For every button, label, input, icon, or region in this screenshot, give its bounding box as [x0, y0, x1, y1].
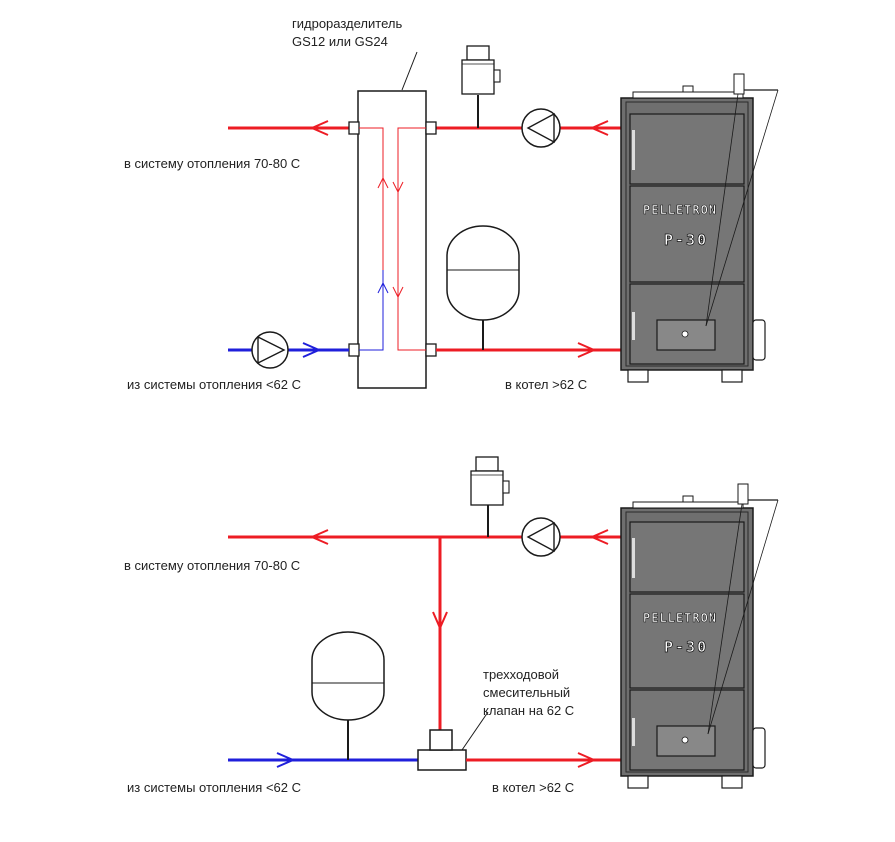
thermostat-sensor-icon [470, 456, 510, 506]
boiler-icon: PELLETRON P-30 [620, 73, 779, 383]
flow-arrow-icon [302, 342, 322, 358]
flow-arrow-icon [392, 286, 404, 299]
thermostat-sensor-icon [461, 45, 501, 95]
separator-label-line1: гидроразделитель [292, 16, 402, 31]
flow-arrow-icon [577, 752, 597, 768]
hydraulic-separator [348, 90, 437, 389]
expansion-tank-icon [446, 225, 520, 321]
pump-icon [251, 331, 289, 369]
bottom-supply-pipe [228, 505, 628, 545]
top-return-pipe [228, 342, 349, 358]
flow-arrow-icon [589, 529, 609, 545]
valve-label-leader [461, 711, 489, 751]
from-heating-label: из системы отопления <62 С [127, 377, 301, 392]
from-heating-label: из системы отопления <62 С [127, 780, 301, 795]
pump-icon [521, 517, 561, 557]
top-boiler-inlet-pipe [436, 318, 628, 358]
flow-arrow-icon [392, 181, 404, 194]
separator-label-leader [401, 51, 418, 91]
to-boiler-label: в котел >62 С [492, 780, 574, 795]
separator-label-line2: GS12 или GS24 [292, 34, 388, 49]
valve-label-line2: смесительный [483, 685, 570, 700]
bottom-boiler-inlet-pipe [466, 752, 628, 768]
boiler-brand-label: PELLETRON [643, 611, 717, 625]
top-boiler-outlet-pipe [433, 95, 628, 136]
pump-icon [521, 108, 561, 148]
bottom-scheme: трехходовой смесительный клапан на 62 С … [124, 456, 779, 795]
valve-label-line3: клапан на 62 С [483, 703, 574, 718]
to-boiler-label: в котел >62 С [505, 377, 587, 392]
flow-arrow-icon [377, 281, 389, 294]
expansion-tank-icon [311, 631, 385, 721]
flow-arrow-icon [577, 342, 597, 358]
top-scheme: гидроразделитель GS12 или GS24 в систему… [124, 16, 779, 392]
top-supply-pipe [228, 120, 349, 136]
flow-arrow-icon [309, 120, 329, 136]
flow-arrow-icon [589, 120, 609, 136]
to-heating-label: в систему отопления 70-80 С [124, 156, 300, 171]
bottom-return-pipe [228, 716, 418, 768]
flow-arrow-icon [276, 752, 296, 768]
to-heating-label: в систему отопления 70-80 С [124, 558, 300, 573]
bypass-pipe [432, 537, 448, 730]
boiler-model-label: P-30 [664, 231, 708, 249]
flow-arrow-icon [432, 611, 448, 631]
flow-arrow-icon [309, 529, 329, 545]
boiler-icon: PELLETRON P-30 [620, 483, 779, 789]
three-way-valve-icon [417, 729, 467, 771]
boiler-brand-label: PELLETRON [643, 203, 717, 217]
valve-label-line1: трехходовой [483, 667, 559, 682]
flow-arrow-icon [377, 176, 389, 189]
boiler-model-label: P-30 [664, 638, 708, 656]
